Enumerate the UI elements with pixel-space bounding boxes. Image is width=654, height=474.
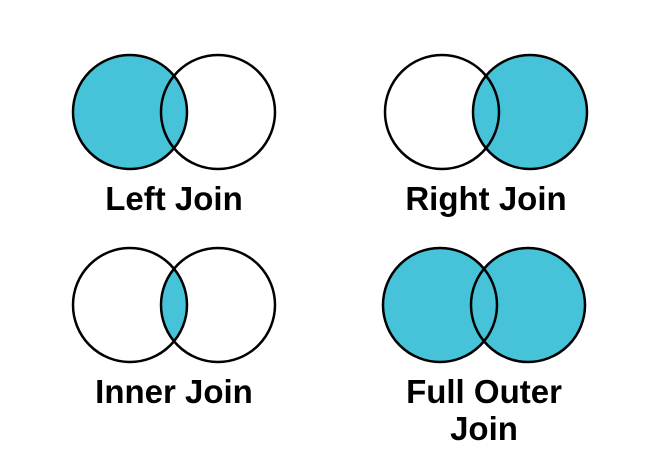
venn-diagram-left-join [71,53,277,171]
left-circle-outline [381,246,499,364]
right-join-label: Right Join [405,180,567,217]
right-circle-fill [473,55,587,169]
right-circle-outline [159,246,277,364]
right-circle-outline [469,246,587,364]
left-circle-outline [71,53,189,171]
venn-diagram-inner-join [71,246,277,364]
venn-cell-full-outer-join: Full Outer Join [378,243,590,448]
left-circle-outline [71,246,189,364]
left-join-label: Left Join [105,180,243,217]
venn-diagram-right-join [383,53,589,171]
left-circle-fill [383,248,497,362]
venn-diagram-full-outer-join [381,246,587,364]
full-outer-join-label: Full Outer Join [406,373,562,447]
intersection-lens [160,268,188,342]
venn-cell-right-join: Right Join [380,50,592,218]
inner-join-label: Inner Join [95,373,253,410]
right-circle-outline [159,53,277,171]
right-circle-fill [471,248,585,362]
left-circle-fill [73,55,187,169]
left-circle-outline [383,53,501,171]
venn-cell-inner-join: Inner Join [68,243,280,411]
right-circle-outline [471,53,589,171]
venn-cell-left-join: Left Join [68,50,280,218]
